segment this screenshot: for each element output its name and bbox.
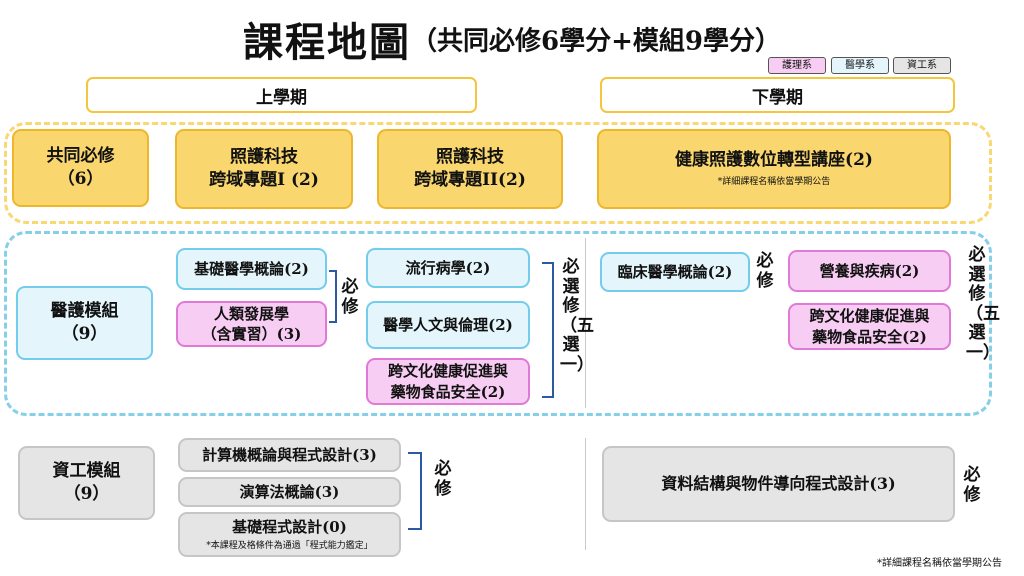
course-card-algorithms: 演算法概論(3) <box>178 477 401 507</box>
semester-divider-cs <box>585 438 586 550</box>
course-card-clinical-medicine: 臨床醫學概論(2) <box>600 252 750 292</box>
course-title-line2: 跨域專題I (2) <box>209 170 319 190</box>
medical-module-credits: （9） <box>61 324 108 344</box>
course-card-medical-humanities: 醫學人文與倫理(2) <box>366 301 530 349</box>
course-card-cross-domain-1: 照護科技 跨域專題I (2) <box>175 129 353 209</box>
spring-required-label: 必修 <box>756 251 774 291</box>
medical-module-box: 醫護模組 （9） <box>16 286 153 360</box>
course-title-line1: 照護科技 <box>436 147 504 168</box>
course-card-cross-domain-2: 照護科技 跨域專題II(2) <box>377 129 563 209</box>
page-title: 課程地圖（共同必修6學分+模組9學分） <box>0 10 1024 68</box>
course-card-epidemiology: 流行病學(2) <box>366 248 530 288</box>
course-title: 健康照護數位轉型講座(2) <box>675 150 873 171</box>
footer-note: *詳細課程名稱依當學期公告 <box>877 558 1002 569</box>
course-title: 醫學人文與倫理(2) <box>383 315 513 334</box>
medical-group-frame <box>4 231 992 416</box>
common-required-credits: （6） <box>57 169 104 189</box>
course-card-intro-programming: 計算機概論與程式設計(3) <box>178 438 401 472</box>
legend-nursing: 護理系 <box>768 57 826 74</box>
course-card-basic-medicine: 基礎醫學概論(2) <box>176 248 327 290</box>
legend-cs: 資工系 <box>893 57 951 74</box>
course-title: 資料結構與物件導向程式設計(3) <box>661 474 896 494</box>
course-title-line1: 跨文化健康促進與 <box>387 362 508 381</box>
course-card-crosscultural-health-spring: 跨文化健康促進與 藥物食品安全(2) <box>788 303 951 350</box>
common-group-frame <box>4 122 992 224</box>
course-title-line1: 跨文化健康促進與 <box>809 307 930 326</box>
course-title: 流行病學(2) <box>405 258 491 277</box>
cs-required-label: 必修 <box>434 459 452 499</box>
course-title-line2: （含實習）(3) <box>201 325 302 343</box>
required-label: 必修 <box>341 277 359 317</box>
course-title: 基礎程式設計(0) <box>232 518 347 537</box>
course-title: 臨床醫學概論(2) <box>617 262 733 281</box>
course-title-line2: 跨域專題II(2) <box>414 170 526 190</box>
course-title-line1: 照護科技 <box>230 147 298 168</box>
semester-second-header: 下學期 <box>600 77 955 113</box>
common-required-box: 共同必修 （6） <box>12 129 149 207</box>
course-card-crosscultural-health: 跨文化健康促進與 藥物食品安全(2) <box>366 358 530 405</box>
cs-module-credits: （9） <box>63 484 110 504</box>
course-note: *詳細課程名稱依當學期公告 <box>717 177 831 188</box>
course-title-line1: 人類發展學 <box>213 304 289 323</box>
course-card-data-structures: 資料結構與物件導向程式設計(3) <box>602 446 955 522</box>
common-required-label: 共同必修 <box>46 146 115 167</box>
course-card-basic-programming: 基礎程式設計(0) *本課程及格條件為通過「程式能力鑑定」 <box>178 512 401 557</box>
course-card-digital-transformation: 健康照護數位轉型講座(2) *詳細課程名稱依當學期公告 <box>597 129 951 209</box>
course-title-line2: 藥物食品安全(2) <box>812 327 927 346</box>
cs-spring-required-label: 必修 <box>963 465 981 505</box>
spring-elective-label: 必選修（五選一） <box>966 245 1000 363</box>
course-card-human-development: 基礎醫學概論(2) 人類發展學 （含實習）(3) <box>176 301 327 347</box>
course-title: 基礎醫學概論(2) <box>194 259 309 278</box>
course-title: 計算機概論與程式設計(3) <box>202 445 377 464</box>
course-note: *本課程及格條件為通過「程式能力鑑定」 <box>206 540 373 551</box>
cs-required-bracket <box>408 452 422 530</box>
title-main: 課程地圖 <box>243 19 412 66</box>
title-subtitle: （共同必修6學分+模組9學分） <box>411 26 781 57</box>
semester-divider-medical <box>585 238 586 408</box>
elective-bracket <box>542 262 554 398</box>
course-title-line2: 藥物食品安全(2) <box>390 382 506 401</box>
course-title: 演算法概論(3) <box>239 482 340 501</box>
medical-module-label: 醫護模組 <box>50 301 119 322</box>
legend-medicine: 醫學系 <box>831 57 889 74</box>
course-title: 營養與疾病(2) <box>819 261 920 280</box>
cs-module-box: 資工模組 （9） <box>18 446 155 520</box>
semester-first-header: 上學期 <box>86 77 477 113</box>
required-bracket <box>329 270 337 323</box>
course-card-nutrition-disease: 營養與疾病(2) <box>788 250 951 292</box>
elective-label: 必選修（五選一） <box>560 257 594 375</box>
cs-module-label: 資工模組 <box>52 461 121 482</box>
